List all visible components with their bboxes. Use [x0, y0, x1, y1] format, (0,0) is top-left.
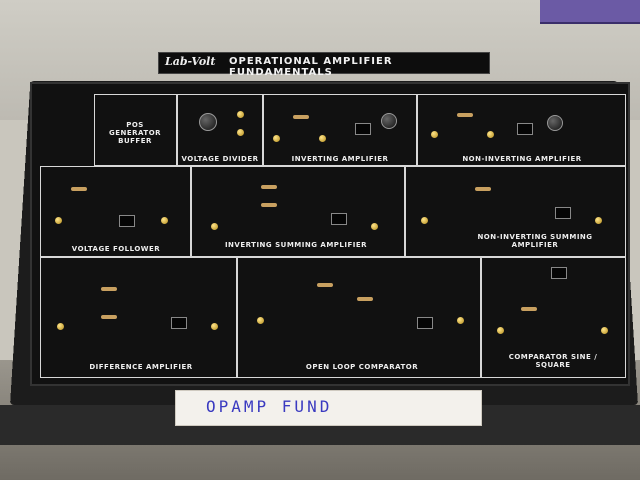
- op-amp-chip: [171, 317, 187, 329]
- jack[interactable]: [57, 323, 64, 330]
- board-title: OPERATIONAL AMPLIFIER FUNDAMENTALS: [229, 56, 393, 78]
- jack[interactable]: [595, 217, 602, 224]
- section-inverting-amplifier: INVERTING AMPLIFIER: [262, 94, 418, 166]
- board-title-bar: Lab-Volt OPERATIONAL AMPLIFIER FUNDAMENT…: [158, 52, 490, 78]
- resistor: [293, 115, 309, 119]
- section-label: VOLTAGE DIVIDER: [181, 155, 259, 163]
- section-label: NON-INVERTING AMPLIFIER: [462, 155, 582, 163]
- tape-label: OPAMP FUND: [175, 390, 482, 426]
- section-non-inverting-amplifier: NON-INVERTING AMPLIFIER: [416, 94, 626, 166]
- op-amp-chip: [517, 123, 533, 135]
- section-difference-amplifier: DIFFERENCE AMPLIFIER: [40, 256, 238, 378]
- op-amp-chip: [417, 317, 433, 329]
- jack[interactable]: [237, 129, 244, 136]
- section-voltage-divider: VOLTAGE DIVIDER: [176, 94, 264, 166]
- section-label: POS GENERATOR BUFFER: [109, 121, 162, 145]
- jack[interactable]: [273, 135, 280, 142]
- jack[interactable]: [601, 327, 608, 334]
- jack[interactable]: [371, 223, 378, 230]
- section-inverting-summing-amplifier: INVERTING SUMMING AMPLIFIER: [190, 166, 406, 258]
- tape-label-text: OPAMP FUND: [206, 397, 333, 416]
- section-label: NON-INVERTING SUMMING AMPLIFIER: [477, 233, 593, 249]
- jack[interactable]: [161, 217, 168, 224]
- potentiometer-knob[interactable]: [199, 113, 217, 131]
- resistor: [101, 315, 117, 319]
- jack[interactable]: [55, 217, 62, 224]
- op-amp-chip: [555, 207, 571, 219]
- section-label: VOLTAGE FOLLOWER: [71, 245, 161, 253]
- section-voltage-follower: VOLTAGE FOLLOWER: [40, 166, 192, 258]
- op-amp-chip: [331, 213, 347, 225]
- resistor: [317, 283, 333, 287]
- resistor: [521, 307, 537, 311]
- section-label: OPEN LOOP COMPARATOR: [305, 363, 419, 371]
- resistor: [261, 203, 277, 207]
- op-amp-chip: [551, 267, 567, 279]
- potentiometer-knob[interactable]: [547, 115, 563, 131]
- jack[interactable]: [497, 327, 504, 334]
- section-label: INVERTING AMPLIFIER: [291, 155, 389, 163]
- jack[interactable]: [487, 131, 494, 138]
- jack[interactable]: [319, 135, 326, 142]
- section-comparator-sine-square: COMPARATOR SINE / SQUARE: [480, 256, 626, 378]
- resistor: [457, 113, 473, 117]
- section-label: COMPARATOR SINE / SQUARE: [508, 353, 598, 369]
- section-label: DIFFERENCE AMPLIFIER: [89, 363, 193, 371]
- jack[interactable]: [237, 111, 244, 118]
- op-amp-chip: [355, 123, 371, 135]
- section-label: INVERTING SUMMING AMPLIFIER: [224, 241, 368, 249]
- op-amp-chip: [119, 215, 135, 227]
- brand-logo: Lab-Volt: [165, 55, 216, 68]
- resistor: [357, 297, 373, 301]
- section-pos-gen-buffer: POS GENERATOR BUFFER: [94, 94, 178, 166]
- resistor: [261, 185, 277, 189]
- section-non-inverting-summing-amplifier: NON-INVERTING SUMMING AMPLIFIER: [404, 166, 626, 258]
- jack[interactable]: [457, 317, 464, 324]
- section-open-loop-comparator: OPEN LOOP COMPARATOR: [236, 256, 482, 378]
- jack[interactable]: [211, 323, 218, 330]
- potentiometer-knob[interactable]: [381, 113, 397, 129]
- jack[interactable]: [431, 131, 438, 138]
- resistor: [475, 187, 491, 191]
- jack[interactable]: [421, 217, 428, 224]
- purple-box: [540, 0, 640, 24]
- circuit-panel: POS GENERATOR BUFFER VOLTAGE DIVIDER INV…: [30, 82, 630, 386]
- resistor: [71, 187, 87, 191]
- jack[interactable]: [211, 223, 218, 230]
- jack[interactable]: [257, 317, 264, 324]
- resistor: [101, 287, 117, 291]
